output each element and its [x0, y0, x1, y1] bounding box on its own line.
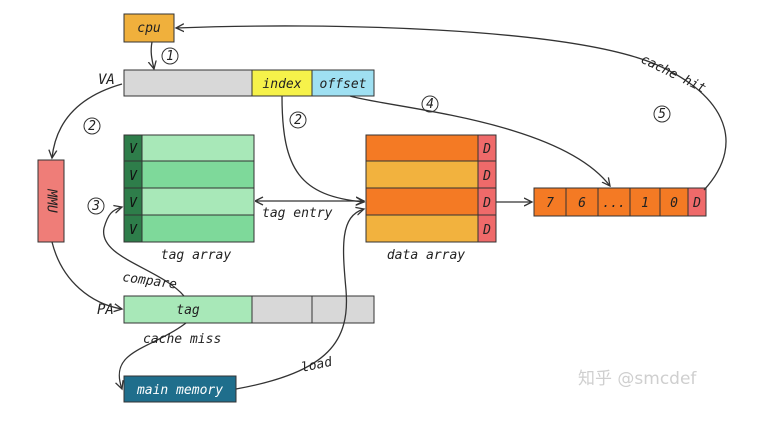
dirty-bit	[477, 214, 497, 243]
data-line	[365, 160, 479, 189]
svg-text:3: 3	[91, 199, 100, 214]
byte-label: 7	[546, 196, 554, 211]
valid-bit-label: V	[129, 142, 138, 157]
physical-address: tag	[123, 295, 375, 324]
data-line	[365, 214, 479, 243]
line-dirty-bit	[687, 187, 707, 217]
mmu-node: MMU	[37, 159, 65, 243]
va-index-field	[251, 69, 313, 97]
tag-entry	[141, 187, 255, 216]
watermark: 知乎 @smcdef	[578, 369, 697, 389]
compare-label: compare	[121, 270, 178, 293]
cpu-node: cpu	[123, 13, 175, 43]
step-2-index: 2	[289, 111, 307, 129]
valid-bit-label: V	[129, 169, 138, 184]
byte-label: 0	[670, 196, 678, 211]
byte-cell	[659, 187, 689, 217]
main-memory-node: main memory	[123, 375, 237, 403]
tag-entry	[141, 160, 255, 189]
tag-entry	[141, 134, 255, 162]
tag-entry	[141, 214, 255, 243]
dirty-bit-label: D	[482, 169, 491, 184]
cache-hit-arrow	[176, 26, 727, 191]
arrows	[51, 26, 727, 390]
cache-hit-label: cache hit	[638, 52, 708, 96]
svg-text:2: 2	[294, 113, 302, 128]
data-array-caption: data array	[387, 248, 465, 263]
cpu-label: cpu	[137, 21, 161, 36]
va-upper-field	[123, 69, 253, 97]
tag-entry-label: tag entry	[262, 206, 333, 221]
step-4: 4	[421, 95, 439, 113]
line-dirty-label: D	[692, 196, 701, 211]
va-label: VA	[98, 72, 115, 88]
va-index-label: index	[262, 77, 301, 92]
byte-label: 6	[578, 196, 586, 211]
data-line	[365, 134, 479, 162]
dirty-bit-label: D	[482, 223, 491, 238]
cache-line: 7 6 ... 1 0 D	[533, 187, 707, 217]
pa-index-field	[251, 295, 313, 324]
svg-text:2: 2	[88, 119, 96, 134]
byte-cell	[629, 187, 661, 217]
tag-array-caption: tag array	[161, 248, 232, 263]
va-to-mmu-arrow	[52, 83, 123, 158]
byte-label: ...	[602, 196, 625, 211]
compare-arrow	[103, 207, 185, 297]
step-5: 5	[653, 105, 671, 123]
dirty-bit-label: D	[482, 142, 491, 157]
valid-bit-label: V	[129, 196, 138, 211]
va-offset-label: offset	[320, 77, 367, 92]
byte-label: 1	[641, 196, 649, 211]
tag-array: V V V V tag array	[123, 134, 255, 263]
step-3: 3	[87, 197, 105, 215]
load-arrow	[235, 209, 364, 390]
data-line	[365, 187, 479, 216]
main-memory-label: main memory	[136, 383, 223, 398]
pa-offset-field	[311, 295, 375, 324]
data-array: D D D D data array	[365, 134, 497, 263]
dirty-bit-label: D	[482, 196, 491, 211]
va-offset-field	[311, 69, 375, 97]
svg-text:4: 4	[426, 97, 434, 112]
pa-tag-label: tag	[176, 303, 200, 318]
offset-to-line-arrow	[349, 95, 610, 186]
valid-bit-label: V	[129, 223, 138, 238]
load-label: load	[300, 355, 334, 376]
mmu-to-pa-arrow	[51, 241, 122, 309]
cache-miss-arrow	[119, 322, 187, 389]
mmu-label: MMU	[44, 188, 59, 213]
byte-cell	[565, 187, 599, 217]
step-2-translate: 2	[83, 117, 101, 135]
virtual-address: index offset	[123, 69, 375, 97]
cpu-to-va-arrow	[151, 41, 154, 69]
svg-text:1: 1	[166, 49, 174, 64]
index-to-data-arrow	[281, 95, 364, 202]
step-markers: 1 2 2 3 4 5	[83, 47, 671, 215]
svg-text:5: 5	[658, 107, 666, 122]
cache-miss-label: cache miss	[143, 332, 221, 347]
step-1: 1	[161, 47, 179, 65]
